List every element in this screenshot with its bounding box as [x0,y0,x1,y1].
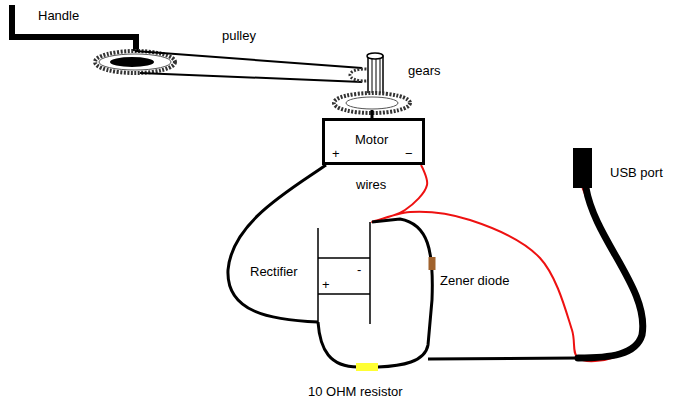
part-name: Handle [38,8,79,23]
part-name: 10 OHM resistor [308,384,403,399]
rectifier-symbol [318,222,370,324]
gear-shaft-top [367,53,383,59]
part-name: Zener diode [440,273,509,288]
large-pulley-rim [99,54,171,70]
large-pulley [95,51,175,73]
drive-gear-rim [346,97,398,109]
component-name: Motor [355,132,388,147]
part-name: Rectifier [250,264,298,279]
zener-diode-symbol [429,257,436,270]
usb-cable [578,188,643,358]
motor-shaft [371,110,374,118]
motor-box: Motor + − [322,118,425,165]
component-name: USB port [610,165,663,180]
resistor-symbol [356,363,378,371]
wire-connector [372,165,644,361]
part-name: pulley [222,28,256,43]
terminal-sign: + [332,146,340,161]
terminal-sign: − [405,146,413,161]
wire [428,358,578,359]
wire [318,219,432,367]
wire [228,165,326,322]
belt-line [135,51,362,68]
part-name: gears [408,63,441,78]
part-name: wires [356,177,386,192]
usb-port: USB port [573,148,592,188]
belt-line [140,73,362,82]
large-pulley-hub [110,57,154,67]
terminal-sign: + [322,277,330,292]
terminal-sign: - [357,262,361,277]
